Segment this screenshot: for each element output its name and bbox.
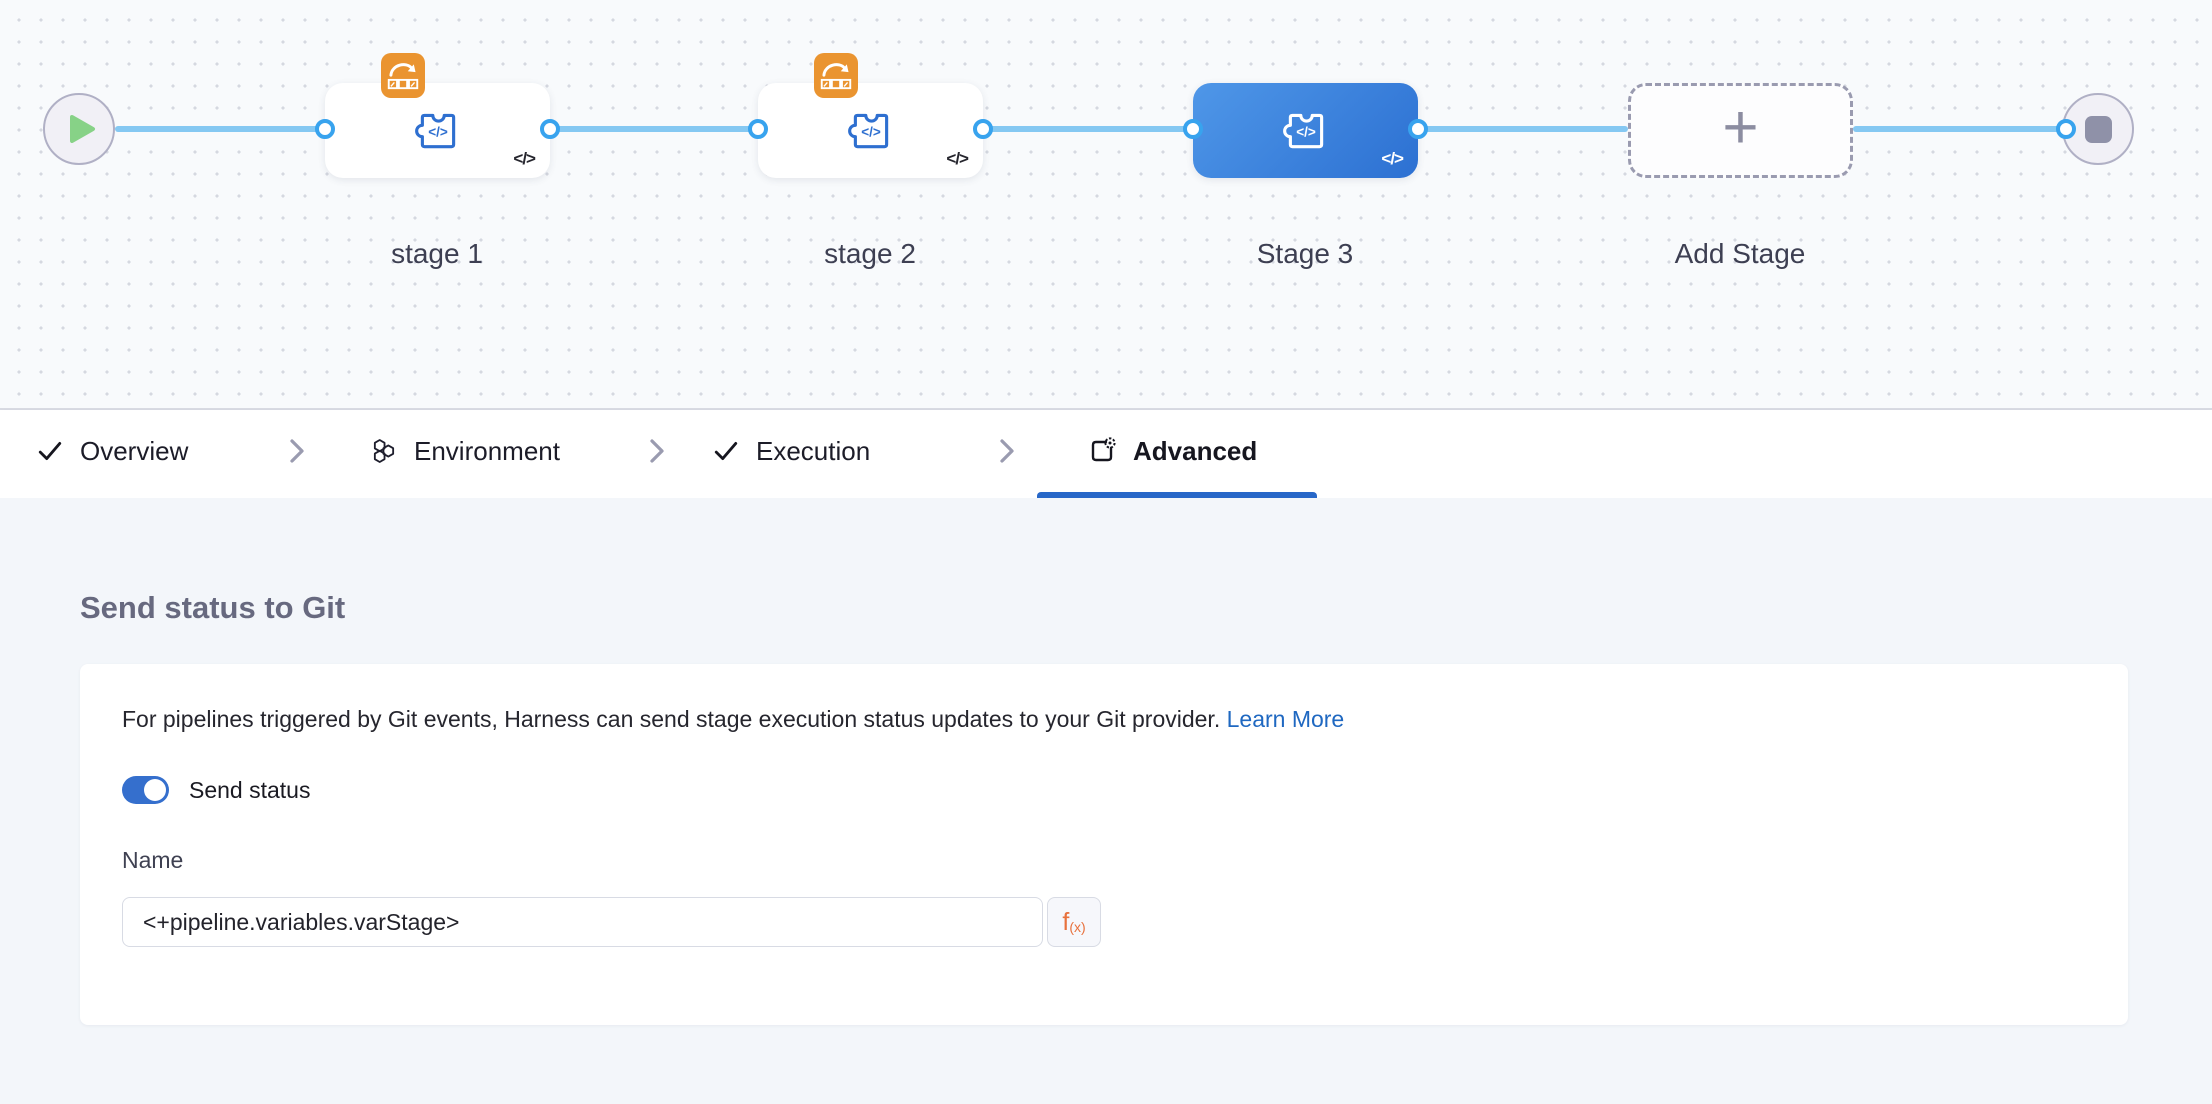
stage-label: stage 1: [391, 238, 483, 269]
tab-environment[interactable]: Environment: [370, 410, 560, 492]
send-status-card: For pipelines triggered by Git events, H…: [80, 664, 2128, 1025]
rolling-deployment-badge-icon: [814, 53, 858, 98]
advanced-tab-content: Send status to Git For pipelines trigger…: [0, 498, 2212, 1104]
tab-label: Execution: [756, 435, 871, 466]
tab-label: Environment: [414, 435, 560, 466]
tab-label: Advanced: [1133, 435, 1258, 466]
custom-stage-icon: </>: [1282, 113, 1323, 148]
rolling-deployment-badge-icon: [381, 53, 425, 98]
code-glyph: </>: [861, 124, 881, 139]
check-icon: [714, 442, 738, 460]
fx-icon: f: [1062, 907, 1070, 936]
code-chip-icon: </>: [946, 149, 969, 168]
stop-icon: [2084, 115, 2112, 143]
code-chip-icon: </>: [513, 149, 536, 168]
description-text: For pipelines triggered by Git events, H…: [122, 706, 1344, 733]
name-input[interactable]: [122, 897, 1043, 947]
toggle-knob: [144, 779, 166, 801]
tab-overview[interactable]: Overview: [36, 410, 188, 492]
pipeline-start-node[interactable]: [43, 93, 115, 165]
stage-node-1[interactable]: </> </>: [325, 53, 550, 178]
code-glyph: </>: [1296, 124, 1316, 139]
stage-port[interactable]: [973, 119, 993, 139]
stage-config-tabbar: Overview Environment Execution A: [0, 410, 2212, 498]
custom-stage-icon: </>: [414, 113, 455, 148]
connector-line: [1418, 126, 1628, 132]
tab-execution[interactable]: Execution: [712, 410, 870, 492]
tab-label: Overview: [80, 435, 189, 466]
toggle-label: Send status: [189, 776, 311, 803]
code-chip-icon: </>: [1381, 149, 1404, 168]
play-icon: [69, 115, 95, 143]
learn-more-link[interactable]: Learn More: [1226, 706, 1345, 732]
custom-stage-icon: </>: [847, 113, 888, 148]
stage-port[interactable]: [748, 119, 768, 139]
chevron-right-icon: [290, 439, 304, 463]
code-glyph: </>: [428, 124, 448, 139]
stage-label: stage 2: [824, 238, 916, 269]
stage-port[interactable]: [1183, 119, 1203, 139]
stage-node-2[interactable]: </> </>: [758, 53, 983, 178]
pipeline-canvas[interactable]: </> </> stage 1 </> </> stage 2: [0, 0, 2212, 410]
expression-fx-button[interactable]: f(x): [1047, 897, 1101, 947]
stage-port[interactable]: [2056, 119, 2076, 139]
stage-port[interactable]: [1408, 119, 1428, 139]
stage-label: Add Stage: [1674, 238, 1806, 269]
chevron-right-icon: [1000, 439, 1014, 463]
environment-icon: [373, 439, 395, 463]
chevron-right-icon: [650, 439, 664, 463]
stage-label: Stage 3: [1256, 238, 1354, 269]
advanced-settings-icon: [1091, 437, 1116, 462]
name-field-label: Name: [122, 847, 184, 873]
section-heading: Send status to Git: [80, 590, 346, 625]
send-status-toggle[interactable]: [122, 776, 169, 804]
connector-line: [550, 126, 758, 132]
fx-sub: (x): [1069, 919, 1086, 935]
stage-node-3[interactable]: </> </>: [1193, 83, 1418, 178]
stage-port[interactable]: [315, 119, 335, 139]
connector-line: [1853, 126, 2066, 132]
plus-icon: +: [1722, 92, 1759, 162]
description-body: For pipelines triggered by Git events, H…: [122, 706, 1221, 732]
check-icon: [38, 442, 62, 460]
add-stage-button[interactable]: +: [1628, 83, 1853, 178]
connector-line: [983, 126, 1193, 132]
stage-port[interactable]: [540, 119, 560, 139]
connector-line: [115, 126, 325, 132]
active-tab-underline: [1037, 492, 1317, 498]
tab-advanced[interactable]: Advanced: [1087, 410, 1257, 492]
